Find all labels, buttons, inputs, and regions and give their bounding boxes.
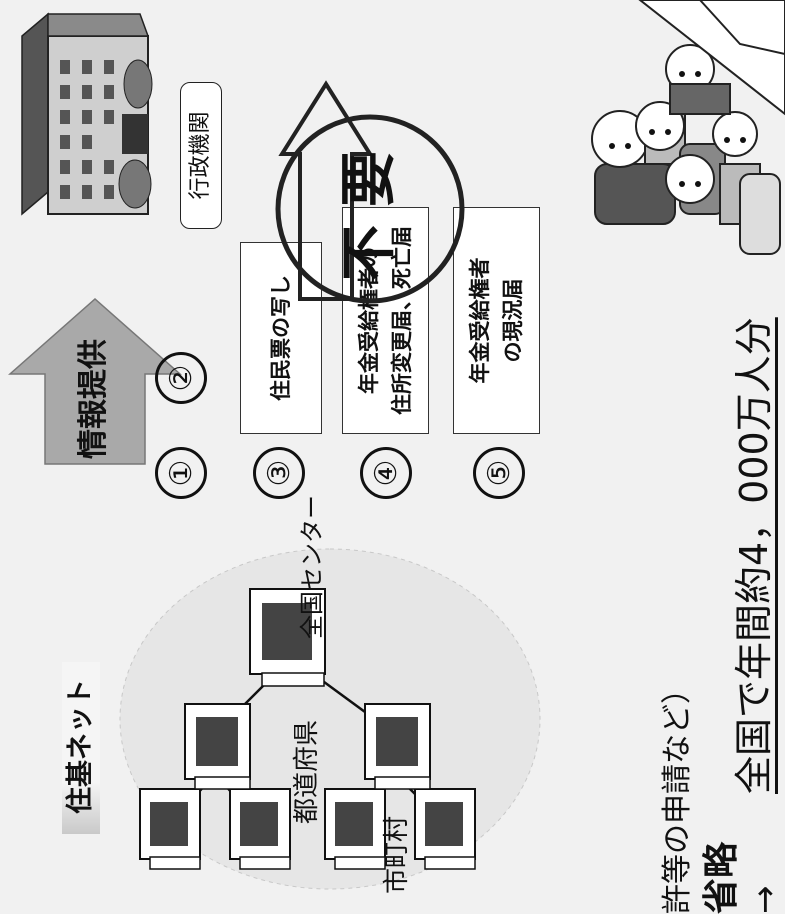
computer-icon-prefecture-1: [184, 703, 251, 790]
computer-icon-center: [249, 588, 326, 687]
computer-icon-prefecture-2: [364, 703, 431, 790]
computer-terminals: [139, 588, 476, 870]
computer-icon-municipal-1: [139, 788, 201, 870]
computer-icon-municipal-3: [324, 788, 386, 870]
computer-icon-municipal-4: [414, 788, 476, 870]
info-provision-arrow: [8, 297, 182, 465]
not-needed-circle: [275, 114, 465, 304]
computer-icon-municipal-2: [229, 788, 291, 870]
